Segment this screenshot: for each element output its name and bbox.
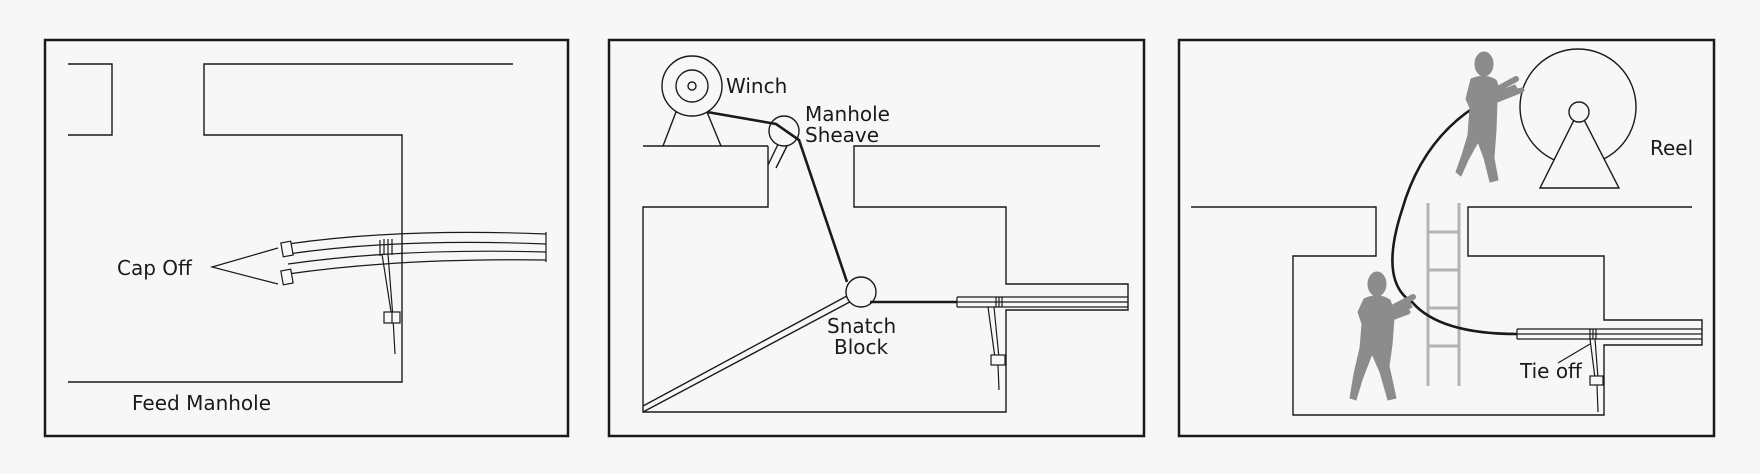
- label-snatch-block-line2: Block: [834, 335, 889, 359]
- tie-hook-icon: [381, 253, 401, 355]
- winch-icon: [661, 55, 723, 147]
- tie-hook-icon: [987, 306, 1006, 391]
- manhole-outline: [642, 145, 1129, 413]
- conduit: [1516, 328, 1702, 340]
- street-block-left: [68, 63, 113, 136]
- label-manhole-sheave-line2: Sheave: [805, 123, 879, 147]
- pulling-rope: [706, 110, 849, 283]
- panel-reel-manhole: Reel Tie off: [1177, 38, 1716, 438]
- ladder-icon: [1426, 203, 1461, 386]
- pulled-cable: [1391, 87, 1523, 336]
- conduit-cap-icon: [280, 268, 294, 286]
- tie-hook-icon: [1589, 338, 1604, 413]
- label-tie-off: Tie off: [1519, 359, 1583, 383]
- label-reel: Reel: [1650, 136, 1693, 160]
- manhole-outline: [68, 63, 513, 383]
- manhole-outline: [1191, 206, 1703, 416]
- panel-pulling-manhole: Winch Manhole Sheave Snatch Block: [607, 38, 1146, 438]
- panel-feed-manhole: Cap Off Feed Manhole: [43, 38, 570, 438]
- worker-bottom-icon: [1349, 271, 1416, 401]
- cap-off-pointer: [209, 247, 279, 285]
- label-manhole-sheave-line1: Manhole: [805, 102, 890, 126]
- label-feed-manhole: Feed Manhole: [132, 391, 271, 415]
- conduit-cap-icon: [280, 240, 294, 258]
- cable-reel-icon: [1519, 48, 1637, 189]
- conduit: [956, 296, 1128, 308]
- panel-frame: [43, 38, 570, 438]
- tie-off-pointer: [1557, 343, 1591, 364]
- label-winch: Winch: [726, 74, 787, 98]
- conduit-pair: [287, 231, 547, 275]
- label-snatch-block-line1: Snatch: [827, 314, 896, 338]
- snatch-block-icon: [642, 276, 877, 413]
- label-cap-off: Cap Off: [117, 256, 193, 280]
- worker-top-icon: [1455, 51, 1525, 183]
